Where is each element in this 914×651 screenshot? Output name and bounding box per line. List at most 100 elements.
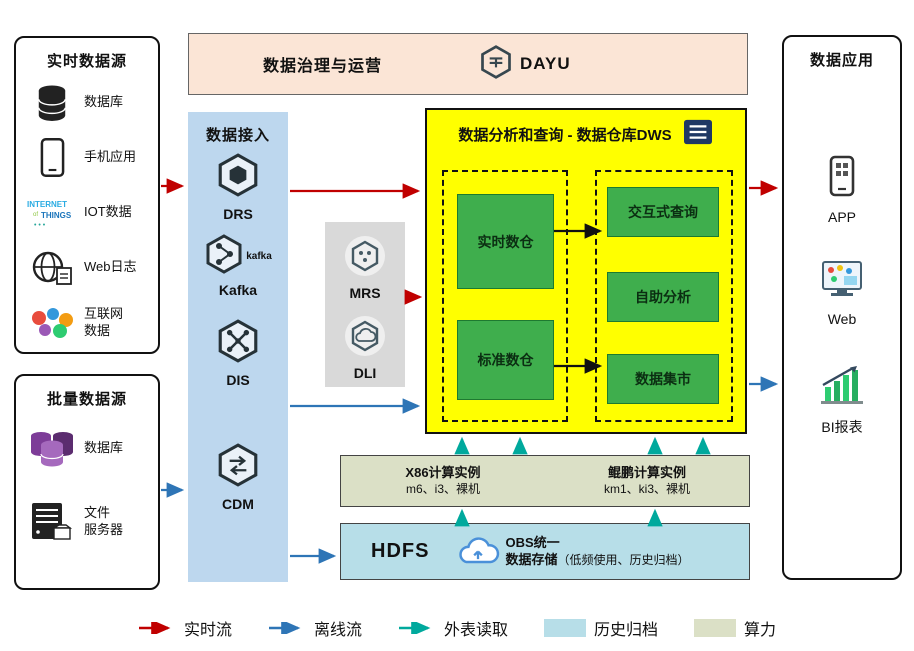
report-document-icon	[682, 118, 714, 151]
item-label: 互联网 数据	[84, 306, 124, 338]
service-kafka: kafka Kafka	[188, 234, 288, 298]
batch-sources-panel: 批量数据源 数据库 文件 服务器	[14, 374, 160, 590]
data-applications-title: 数据应用	[809, 52, 874, 69]
list-item: Web日志	[26, 244, 152, 291]
service-label: CDM	[222, 496, 254, 512]
legend-label: 算力	[744, 622, 777, 639]
kafka-icon	[204, 234, 244, 279]
batch-sources-list: 数据库 文件 服务器	[16, 409, 158, 545]
mrs-icon	[343, 234, 387, 283]
app-item: Web	[784, 259, 900, 327]
data-mart-box: 数据集市	[607, 354, 719, 404]
database-icon	[26, 82, 78, 124]
web-log-icon	[26, 249, 78, 287]
data-ingestion-panel: 数据接入 DRS kafka Kafka DIS	[188, 112, 288, 582]
item-label: 手机应用	[84, 149, 137, 165]
list-item: 数据库	[26, 425, 152, 472]
obs-line1: OBS统一	[505, 535, 560, 551]
item-label: IOT数据	[84, 204, 132, 220]
compute-instances-box: X86计算实例 m6、i3、裸机 鲲鹏计算实例 km1、ki3、裸机	[340, 455, 750, 507]
kunpeng-compute-group: 鲲鹏计算实例 km1、ki3、裸机	[545, 456, 749, 506]
legend-label: 历史归档	[594, 622, 659, 639]
legend-item-compute: 算力	[694, 616, 776, 640]
dws-warehouse-box: 数据分析和查询 - 数据仓库DWS 实时数仓 标准数仓 交互式查询 自助分析 数…	[425, 108, 747, 434]
service-label: MRS	[349, 285, 381, 301]
blue-arrow-icon	[268, 622, 301, 634]
realtime-sources-title: 实时数据源	[46, 53, 127, 70]
dws-warehouse-group	[442, 170, 568, 422]
obs-line2: 数据存储	[505, 551, 558, 567]
cdm-icon	[215, 442, 261, 493]
internet-data-icon	[26, 306, 78, 340]
obs-note: （低频使用、历史归档）	[557, 552, 690, 567]
legend-item-external-read: 外表读取	[398, 616, 508, 640]
svg-text:INTERNET: INTERNET	[27, 200, 67, 209]
dayu-logo-text: DAYU	[520, 54, 571, 73]
realtime-warehouse-box: 实时数仓	[457, 194, 554, 289]
middleware-box: MRS DLI	[325, 222, 405, 387]
teal-arrow-icon	[398, 622, 431, 634]
dayu-hexagon-icon	[478, 44, 514, 85]
app-phone-icon	[829, 155, 855, 202]
legend-label: 外表读取	[443, 622, 508, 639]
unified-storage-box: HDFS OBS统一 数据存储（低频使用、历史归档）	[340, 523, 750, 580]
dli-icon	[343, 314, 387, 363]
compute-group-title: 鲲鹏计算实例	[607, 465, 686, 481]
app-item: BI报表	[784, 365, 900, 437]
drs-icon	[215, 152, 261, 203]
list-item: 手机应用	[26, 134, 152, 181]
legend-label: 实时流	[183, 622, 232, 639]
service-mrs: MRS	[325, 234, 405, 301]
governance-bar: 数据治理与运营 DAYU	[188, 33, 748, 95]
legend-item-offline: 离线流	[268, 616, 362, 640]
standard-warehouse-box: 标准数仓	[457, 320, 554, 400]
hdfs-label: HDFS	[371, 540, 430, 562]
item-label: 文件 服务器	[84, 505, 124, 537]
service-drs: DRS	[188, 152, 288, 222]
legend-label: 离线流	[313, 622, 362, 639]
obs-storage-text: OBS统一 数据存储（低频使用、历史归档）	[505, 535, 689, 568]
red-arrow-icon	[138, 622, 171, 634]
item-label: 数据库	[84, 94, 124, 110]
data-ingestion-title: 数据接入	[205, 127, 270, 144]
compute-group-subtitle: m6、i3、裸机	[405, 481, 480, 496]
compute-swatch	[694, 619, 737, 637]
item-label: 数据库	[84, 440, 124, 456]
legend: 实时流 离线流 外表读取 历史归档 算力	[0, 610, 914, 646]
compute-group-title: X86计算实例	[405, 465, 481, 481]
app-label: Web	[827, 311, 857, 327]
list-item: 文件 服务器	[26, 498, 152, 545]
app-item: APP	[784, 155, 900, 225]
service-dis: DIS	[188, 318, 288, 388]
service-cdm: CDM	[188, 442, 288, 512]
svg-text:THINGS: THINGS	[41, 211, 72, 220]
service-dli: DLI	[325, 314, 405, 381]
svg-text:• • •: • • •	[34, 222, 46, 229]
dws-title-row: 数据分析和查询 - 数据仓库DWS	[427, 118, 745, 151]
database-purple-icon	[26, 428, 78, 470]
interactive-query-box: 交互式查询	[607, 187, 719, 237]
service-label: DLI	[353, 365, 377, 381]
compute-group-subtitle: km1、ki3、裸机	[603, 481, 690, 496]
bi-chart-icon	[819, 365, 865, 410]
phone-icon	[26, 137, 78, 178]
item-label: Web日志	[84, 259, 137, 275]
svg-text:of: of	[33, 212, 38, 218]
app-label: BI报表	[821, 419, 863, 435]
legend-item-archive: 历史归档	[544, 616, 658, 640]
batch-sources-title: 批量数据源	[46, 391, 127, 408]
archive-swatch	[544, 619, 586, 637]
dayu-logo: DAYU	[478, 44, 571, 85]
governance-title: 数据治理与运营	[263, 58, 383, 75]
kafka-wordmark: kafka	[246, 251, 272, 262]
web-dashboard-icon	[819, 259, 865, 304]
dws-title: 数据分析和查询 - 数据仓库DWS	[458, 127, 672, 144]
service-label: Kafka	[218, 282, 258, 298]
legend-item-realtime: 实时流	[138, 616, 232, 640]
x86-compute-group: X86计算实例 m6、i3、裸机	[341, 456, 545, 506]
kafka-icon-row: kafka	[204, 234, 272, 279]
